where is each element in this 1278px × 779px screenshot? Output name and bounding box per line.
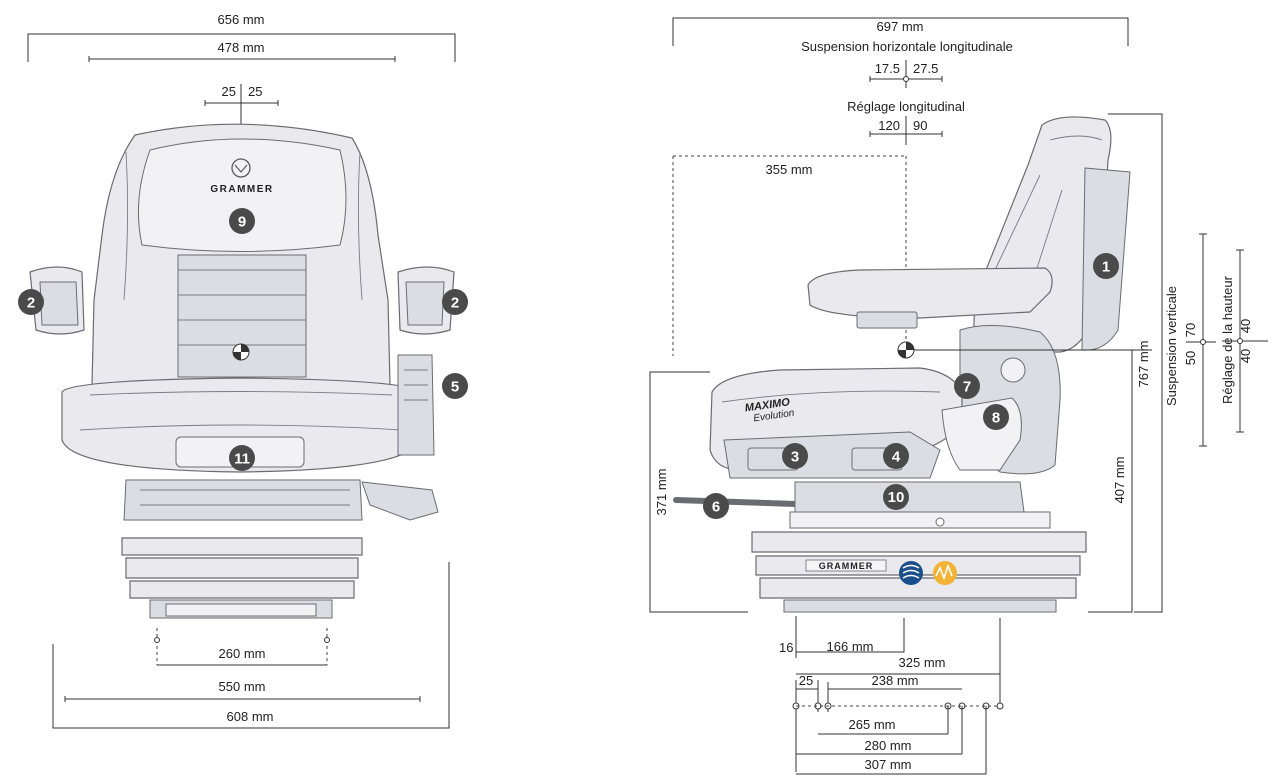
dim-height-407-label: 407 mm — [1112, 457, 1127, 504]
dim-center-offset: 25 25 — [204, 84, 279, 470]
dim-total-width: 656 mm — [27, 12, 456, 62]
dim-overall-base-label: 608 mm — [227, 709, 274, 724]
dim-height-767: 767 mm — [1108, 113, 1163, 613]
dim-height-adjustment: Réglage de la hauteur 40 40 — [1220, 249, 1268, 433]
svg-text:3: 3 — [791, 449, 799, 466]
vsusp-title: Suspension verticale — [1164, 286, 1179, 406]
vsusp-up: 70 — [1183, 323, 1198, 337]
dim-sip-depth-label: 355 mm — [766, 162, 813, 177]
svg-text:11: 11 — [234, 451, 250, 468]
height-adj-down: 40 — [1238, 349, 1253, 363]
suspension-icon — [899, 561, 923, 585]
long-right: 90 — [913, 118, 927, 133]
dim-base-width-label: 550 mm — [219, 679, 266, 694]
dim-bottom-group: 16 166 mm 325 mm 25 238 mm 265 mm 280 mm… — [779, 616, 1004, 775]
dim-mount-width: 260 mm — [154, 628, 330, 666]
badge-2-right: 2 — [442, 289, 468, 315]
grammer-logo-front: GRAMMER — [210, 158, 273, 195]
dim-height-767-label: 767 mm — [1136, 341, 1151, 388]
side-view: 697 mm Suspension horizontale longitudin… — [649, 17, 1268, 775]
dim-offset-left-label: 25 — [222, 84, 236, 99]
dim-vertical-suspension: Suspension verticale 70 50 — [1164, 233, 1216, 447]
seat-front-illustration — [29, 123, 455, 619]
dim-height-371-label: 371 mm — [654, 469, 669, 516]
dim-238-label: 238 mm — [872, 673, 919, 688]
dim-base-width: 550 mm — [64, 679, 421, 702]
badge-11: 11 — [229, 445, 255, 471]
badge-7: 7 — [954, 373, 980, 399]
badge-6: 6 — [703, 493, 729, 519]
dim-280-label: 280 mm — [865, 738, 912, 753]
dim-height-371: 371 mm — [649, 371, 748, 613]
svg-text:9: 9 — [238, 214, 246, 231]
badge-10: 10 — [883, 484, 909, 510]
svg-text:7: 7 — [963, 379, 971, 396]
dim-total-width-label: 656 mm — [218, 12, 265, 27]
brand-base: GRAMMER — [819, 561, 874, 571]
grammer-logo-side: GRAMMER — [805, 559, 887, 572]
dim-307-label: 307 mm — [865, 757, 912, 772]
long-left: 120 — [878, 118, 900, 133]
svg-text:10: 10 — [888, 489, 905, 506]
badge-2-left: 2 — [18, 289, 44, 315]
svg-text:4: 4 — [892, 449, 901, 466]
hsusp-title: Suspension horizontale longitudinale — [801, 39, 1013, 54]
dim-265-label: 265 mm — [849, 717, 896, 732]
dim-25-label: 25 — [799, 673, 813, 688]
dim-back-width: 478 mm — [88, 40, 396, 62]
svg-text:8: 8 — [992, 410, 1000, 427]
vibration-icon — [933, 561, 957, 585]
hsusp-left: 17.5 — [875, 61, 900, 76]
vsusp-down: 50 — [1183, 351, 1198, 365]
dim-16-label: 16 — [779, 640, 793, 655]
dim-overall-base: 608 mm — [52, 562, 450, 729]
brand-front: GRAMMER — [210, 184, 273, 195]
svg-text:6: 6 — [712, 499, 720, 516]
dim-total-depth-label: 697 mm — [877, 19, 924, 34]
dim-mount-width-label: 260 mm — [219, 646, 266, 661]
front-view: 656 mm 478 mm 25 25 — [18, 12, 468, 729]
dim-longitudinal-adjustment: Réglage longitudinal 120 90 — [847, 99, 965, 145]
hsusp-right: 27.5 — [913, 61, 938, 76]
badge-5: 5 — [442, 373, 468, 399]
dim-height-407: 407 mm — [1080, 349, 1133, 613]
dim-horizontal-suspension: Suspension horizontale longitudinale 17.… — [801, 39, 1013, 88]
svg-text:1: 1 — [1102, 259, 1110, 276]
dim-total-depth: 697 mm — [672, 17, 1129, 46]
dim-325-label: 325 mm — [899, 655, 946, 670]
dim-offset-right-label: 25 — [248, 84, 262, 99]
dim-166-label: 166 mm — [827, 639, 874, 654]
svg-text:5: 5 — [451, 379, 459, 396]
height-adj-up: 40 — [1238, 319, 1253, 333]
dim-back-width-label: 478 mm — [218, 40, 265, 55]
svg-text:2: 2 — [27, 295, 35, 312]
seat-side-illustration — [673, 116, 1152, 613]
height-adj-title: Réglage de la hauteur — [1220, 275, 1235, 404]
badge-8: 8 — [983, 404, 1009, 430]
badge-1: 1 — [1093, 253, 1119, 279]
badge-3: 3 — [782, 443, 808, 469]
svg-text:2: 2 — [451, 295, 459, 312]
dim-sip-depth: 355 mm — [672, 155, 907, 356]
badge-4: 4 — [883, 443, 909, 469]
badge-9: 9 — [229, 208, 255, 234]
long-title: Réglage longitudinal — [847, 99, 965, 114]
